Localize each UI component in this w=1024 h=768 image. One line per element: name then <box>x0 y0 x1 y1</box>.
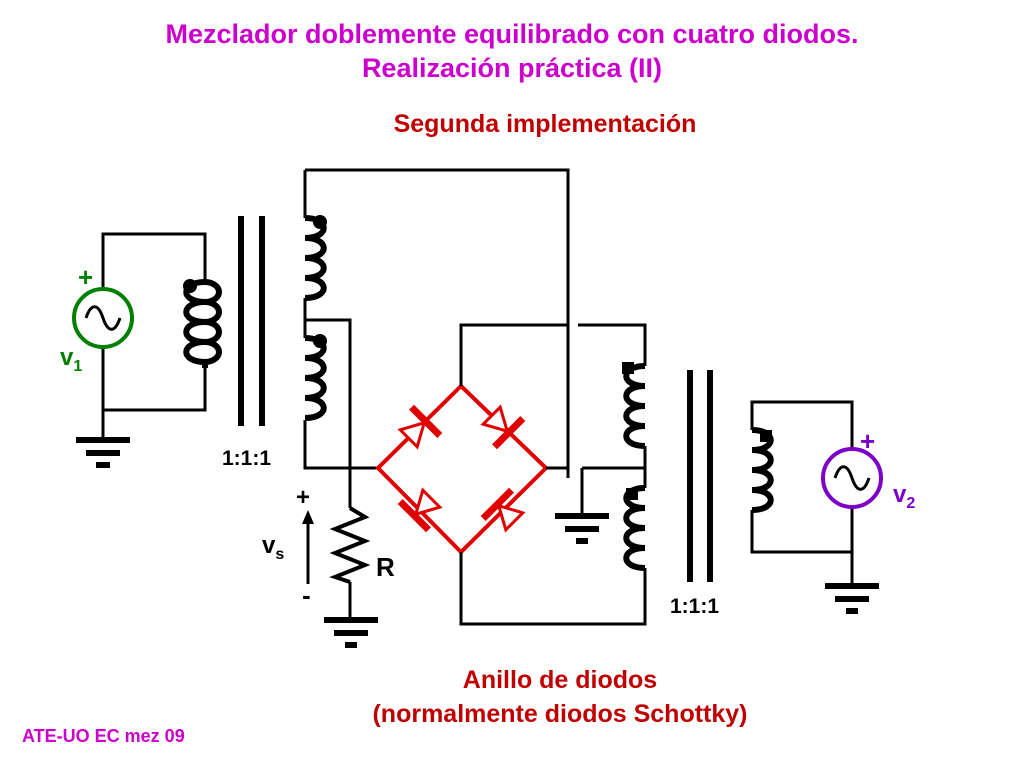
v2-plus-label: + <box>860 426 875 456</box>
right-primary-coil-bottom <box>623 485 646 571</box>
left-secondary-dot-top <box>313 215 327 229</box>
vs-plus-label: + <box>296 484 310 511</box>
left-secondary-dot-bottom <box>313 334 327 348</box>
right-primary-dot-top <box>622 362 634 374</box>
right-primary-coil-top <box>623 363 646 449</box>
resistor-label: R <box>376 552 395 582</box>
left-secondary-coil-top <box>304 215 327 301</box>
source-v2-sine-icon <box>833 465 871 491</box>
left-ratio-label: 1:1:1 <box>222 447 271 470</box>
left-primary-coil <box>202 279 222 368</box>
slide-subtitle: Segunda implementación <box>393 110 697 138</box>
slide-footer: ATE-UO EC mez 09 <box>22 726 185 746</box>
caption-line1: Anillo de diodos <box>462 666 658 694</box>
ground-center <box>555 513 609 544</box>
source-v1-sine-icon <box>84 305 122 331</box>
left-wires <box>101 168 570 618</box>
v2-label: v2 <box>893 481 915 512</box>
slide-title-line2: Realización práctica (II) <box>361 53 663 83</box>
ground-left <box>76 437 130 468</box>
diode-top-left <box>397 404 443 450</box>
diode-ring <box>375 383 549 555</box>
right-ratio-label: 1:1:1 <box>670 595 719 618</box>
caption-line2: (normalmente diodos Schottky) <box>372 700 748 728</box>
diode-bottom-left <box>397 487 443 533</box>
left-secondary-coil-bottom <box>304 335 327 421</box>
vs-minus-label: - <box>302 580 311 610</box>
ground-resistor <box>324 617 378 648</box>
right-wires <box>459 323 854 626</box>
right-primary-dot-bottom <box>626 488 638 500</box>
right-secondary-dot <box>760 430 772 442</box>
right-secondary-coil <box>751 427 774 513</box>
resistor-r <box>329 506 371 584</box>
vs-label: vs <box>262 532 284 563</box>
v1-plus-label: + <box>78 262 93 292</box>
diode-top-right <box>480 404 526 450</box>
diode-bottom-right <box>480 487 526 533</box>
slide-title-line1: Mezclador doblemente equilibrado con cua… <box>165 19 859 49</box>
left-primary-dot <box>183 279 197 293</box>
ground-right <box>825 583 879 614</box>
v1-label: v1 <box>60 344 82 375</box>
